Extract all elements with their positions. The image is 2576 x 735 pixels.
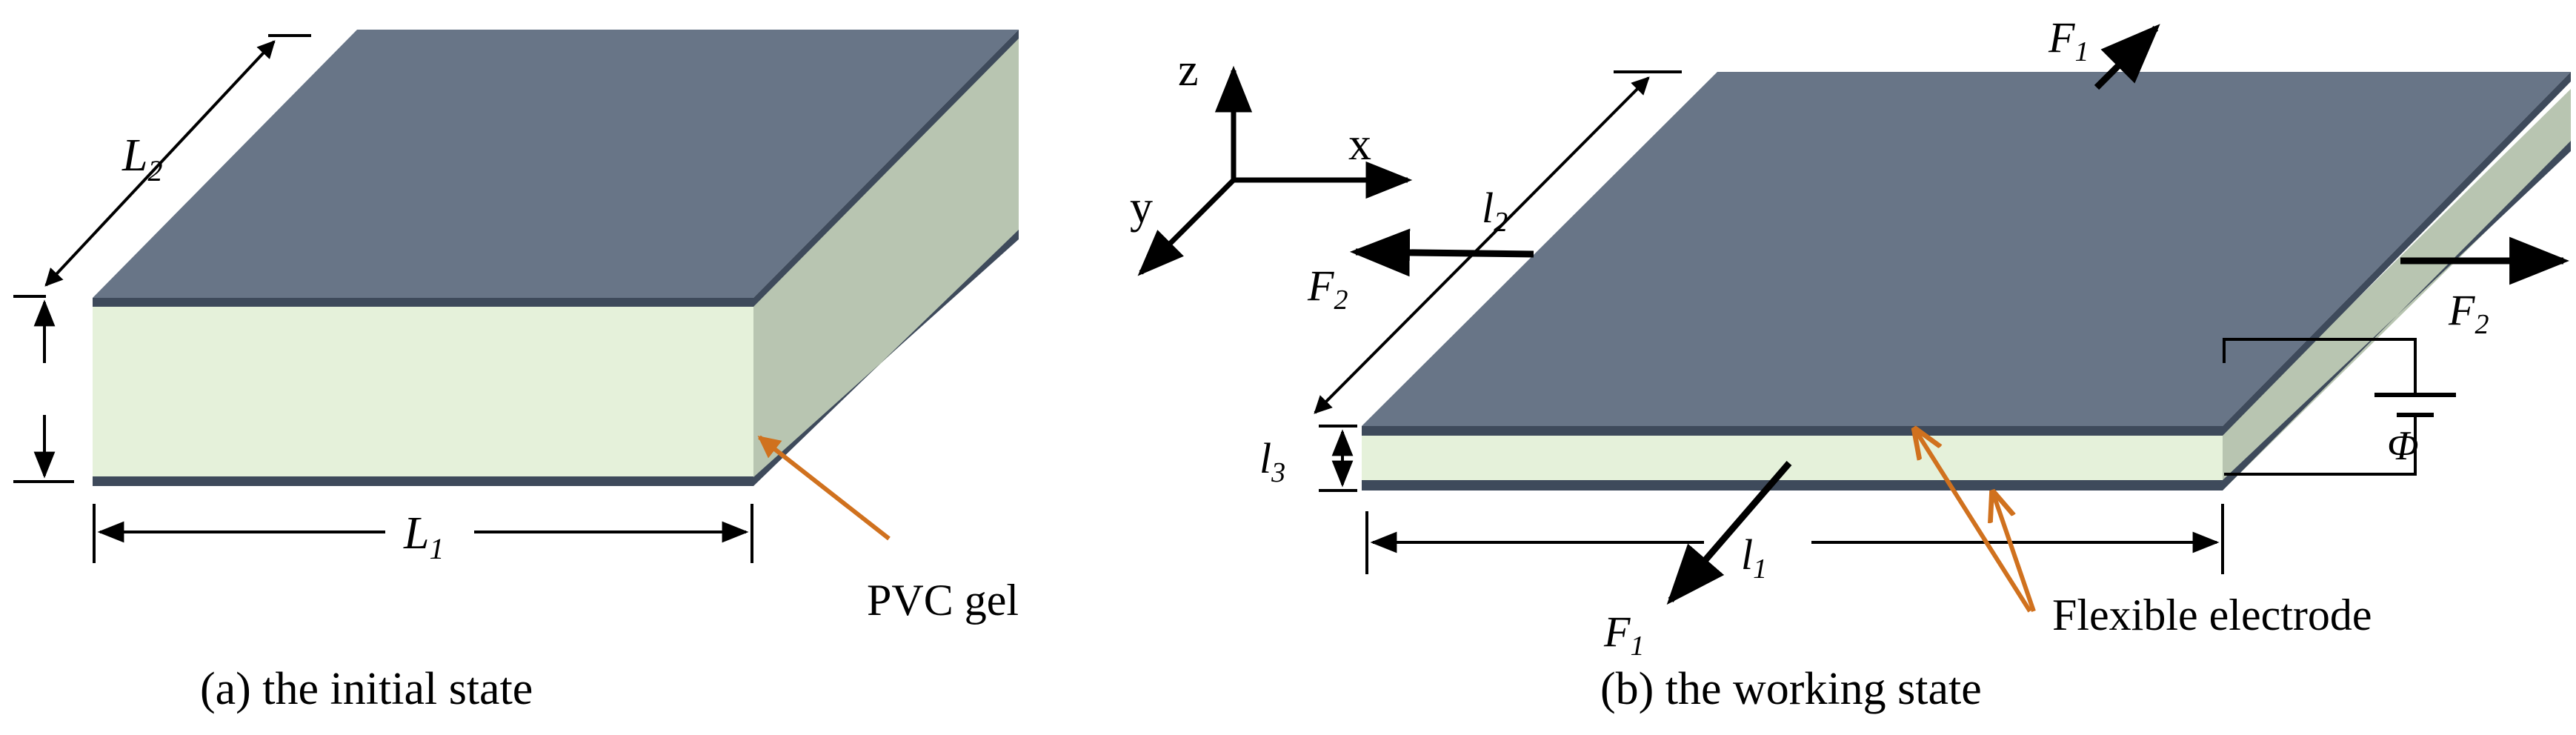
label-F2-left: F2: [1307, 262, 1348, 316]
electrode-pointer-bottom: [1993, 493, 2036, 612]
label-l3: l3: [1259, 434, 1285, 488]
electrode-pointer-top: [1915, 430, 2032, 613]
label-F1-bottom: F1: [1603, 608, 1644, 662]
panel-a: L2 L1 PVC gel (a) the initial state: [13, 30, 1019, 714]
pvc-gel-label: PVC gel: [867, 576, 1019, 625]
force-F1-top: [2094, 24, 2160, 90]
gel-side-face-b: [2223, 89, 2571, 490]
caption-b: (b) the working state: [1600, 664, 1982, 714]
top-electrode-b: [1362, 72, 2571, 426]
label-L1: L1: [403, 508, 444, 565]
pvc-pointer: [757, 435, 891, 541]
voltage-source: Φ: [2223, 338, 2456, 476]
gel-front-face: [93, 306, 753, 482]
axis-y-label: y: [1130, 182, 1153, 233]
panel-b: z x y F1 F1 F2 F2: [1130, 13, 2571, 714]
top-electrode-edge: [93, 298, 753, 307]
bottom-electrode: [93, 476, 753, 486]
voltage-label: Φ: [2387, 423, 2419, 469]
caption-a: (a) the initial state: [200, 664, 533, 714]
label-l1: l1: [1741, 531, 1767, 585]
force-F1-bottom: [1666, 461, 1792, 605]
axis-y: [1137, 178, 1236, 276]
coordinate-axes: z x y: [1130, 45, 1413, 276]
top-electrode: [93, 30, 1019, 298]
axis-x-label: x: [1348, 119, 1371, 170]
top-electrode-edge-b: [1362, 426, 2223, 436]
axis-z-label: z: [1178, 45, 1199, 96]
dim-line-l2: [1314, 76, 1650, 414]
label-L2: L2: [122, 130, 162, 187]
label-F2-right: F2: [2448, 286, 2489, 340]
bottom-electrode-b: [1362, 480, 2223, 490]
gel-side-face: [753, 37, 1019, 482]
gel-front-face-b: [1362, 436, 2223, 480]
force-F2-left: [1349, 228, 1534, 277]
label-l2: l2: [1482, 184, 1508, 238]
label-F1-top: F1: [2048, 13, 2089, 67]
dim-line-L2: [44, 40, 276, 287]
flexible-electrode-label: Flexible electrode: [2052, 591, 2372, 639]
